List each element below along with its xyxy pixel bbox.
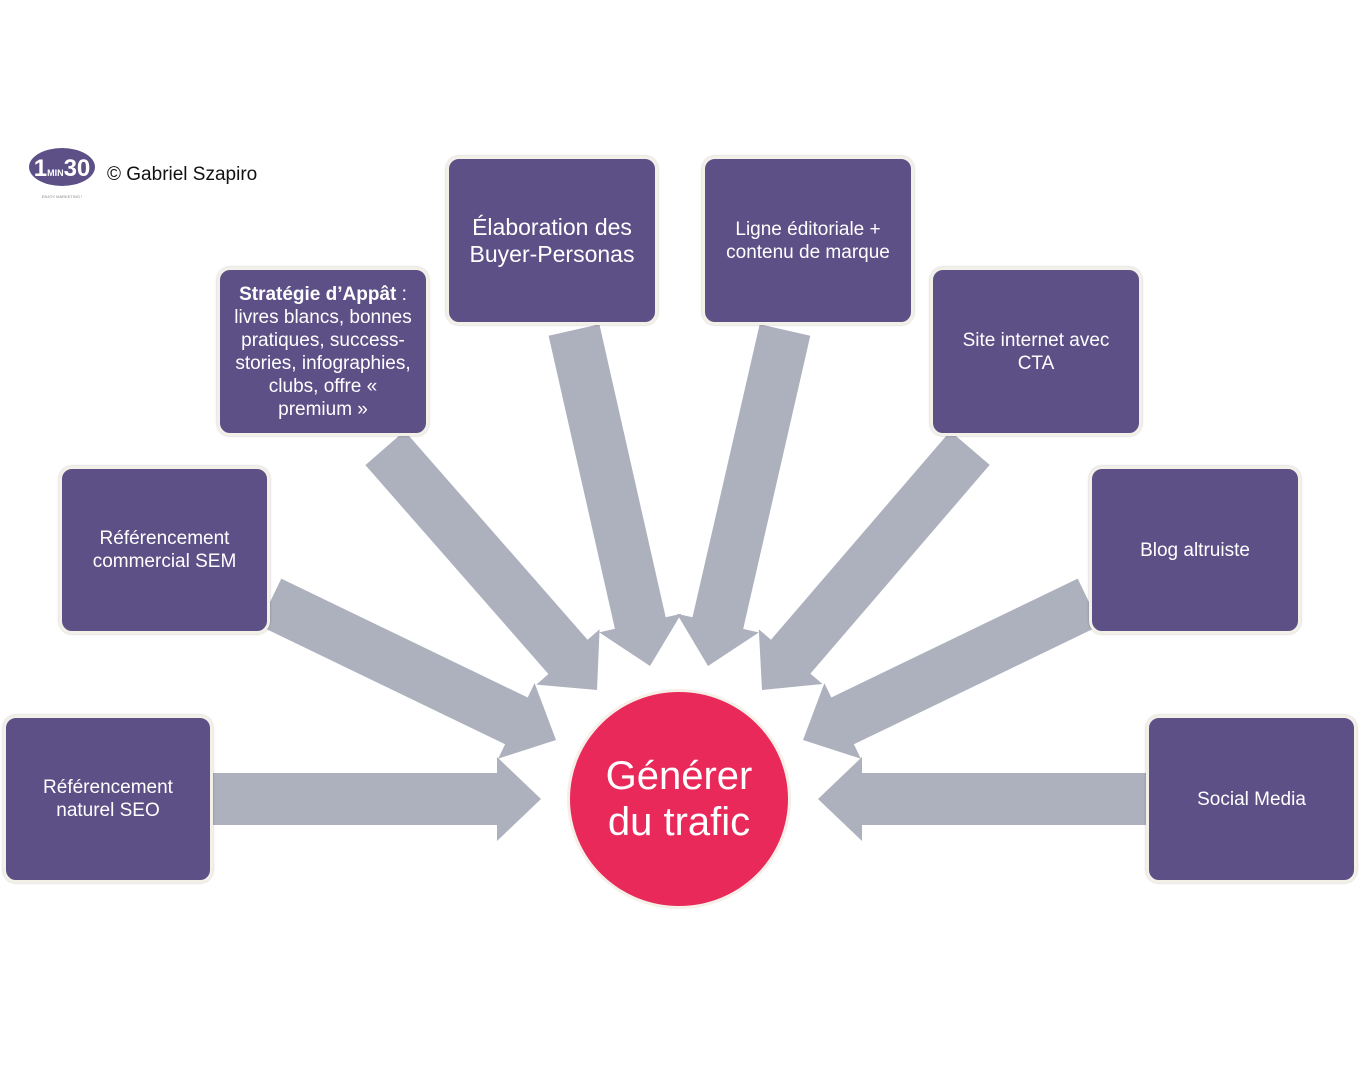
arrow-social bbox=[818, 757, 1146, 841]
node-sem: Référencement commercial SEM bbox=[59, 466, 270, 634]
node-blog-label: Blog altruiste bbox=[1140, 539, 1250, 561]
node-bait-title-suffix: : bbox=[396, 283, 407, 305]
brand-logo: 1MIN30 ENJOY MARKETING ! bbox=[29, 148, 95, 199]
node-buyer-personas: Élaboration des Buyer-Personas bbox=[446, 156, 658, 325]
node-seo: Référencement naturel SEO bbox=[3, 715, 213, 883]
copyright-credit: © Gabriel Szapiro bbox=[107, 164, 258, 185]
arrow-blog bbox=[803, 578, 1101, 759]
node-editorial-label: Ligne éditoriale + contenu de marque bbox=[726, 218, 890, 263]
svg-text:ENJOY MARKETING !: ENJOY MARKETING ! bbox=[42, 194, 82, 199]
arrow-website bbox=[758, 431, 990, 690]
node-sem-label: Référencement commercial SEM bbox=[92, 528, 237, 572]
node-bait-body: livres blancs, bonnes pratiques, success… bbox=[234, 306, 412, 420]
node-bait-title: Stratégie d’Appât bbox=[239, 283, 397, 305]
node-personas-label: Élaboration des Buyer-Personas bbox=[469, 213, 635, 267]
center-hub-label: Générer du trafic bbox=[605, 754, 753, 844]
node-editorial: Ligne éditoriale + contenu de marque bbox=[702, 156, 914, 325]
node-social-media: Social Media bbox=[1146, 715, 1357, 883]
arrow-editorial bbox=[676, 324, 811, 666]
node-bait-strategy: Stratégie d’Appât : livres blancs, bonne… bbox=[217, 267, 429, 436]
arrow-seo bbox=[213, 757, 541, 841]
node-blog: Blog altruiste bbox=[1089, 466, 1301, 634]
center-hub: Générer du trafic bbox=[567, 689, 791, 909]
arrow-sem bbox=[258, 578, 556, 759]
arrow-bait bbox=[365, 430, 600, 690]
node-website: Site internet avec CTA bbox=[930, 267, 1142, 436]
node-website-label: Site internet avec CTA bbox=[962, 329, 1110, 374]
arrow-personas bbox=[548, 324, 682, 666]
node-social-label: Social Media bbox=[1197, 788, 1306, 810]
node-seo-label: Référencement naturel SEO bbox=[43, 777, 173, 821]
